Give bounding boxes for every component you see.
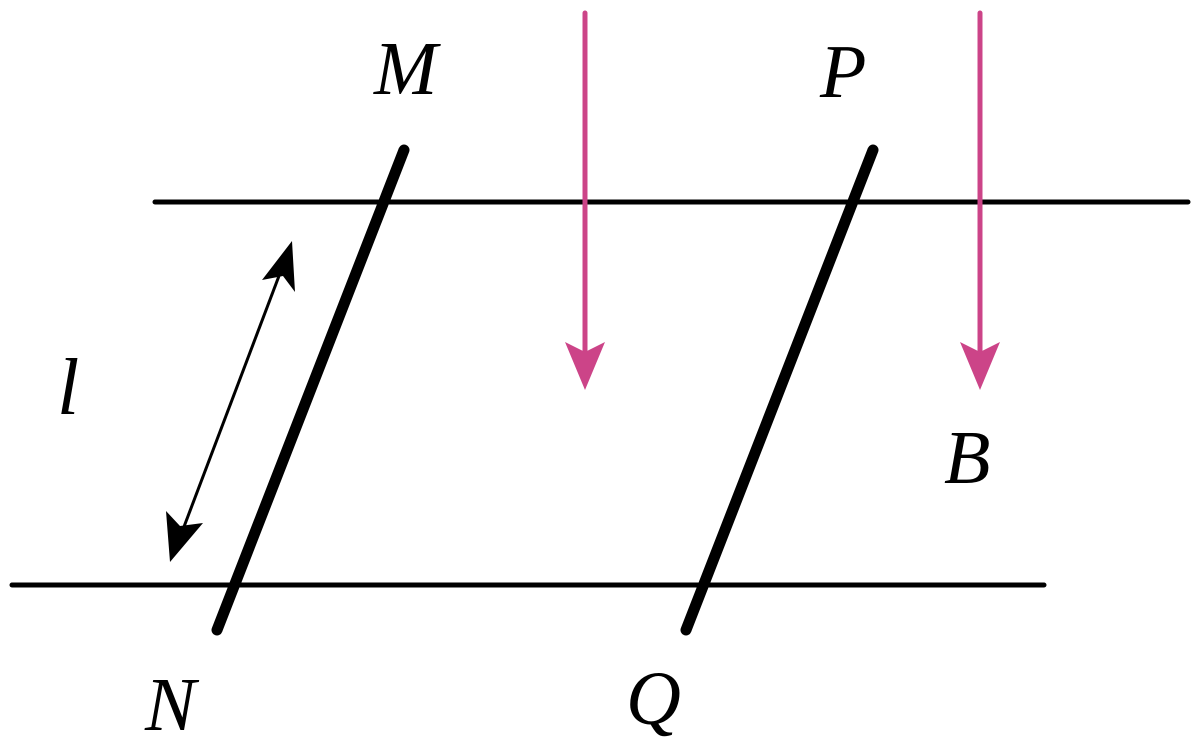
label-q: Q — [626, 657, 681, 741]
label-b: B — [944, 416, 990, 500]
length-arrowhead-bottom — [166, 511, 203, 562]
label-m: M — [373, 27, 441, 111]
length-arrowhead-top — [262, 241, 295, 292]
rod-mn — [211, 144, 410, 636]
label-n: N — [144, 663, 200, 741]
field-arrowhead-right — [960, 342, 1000, 390]
field-arrowhead-left — [565, 342, 605, 390]
field-arrow-right — [960, 10, 1000, 390]
length-dimension-arrow — [166, 241, 295, 562]
label-p: P — [819, 30, 866, 114]
label-l: l — [57, 344, 79, 432]
rod-pq — [680, 144, 879, 636]
field-arrow-left — [565, 10, 605, 390]
